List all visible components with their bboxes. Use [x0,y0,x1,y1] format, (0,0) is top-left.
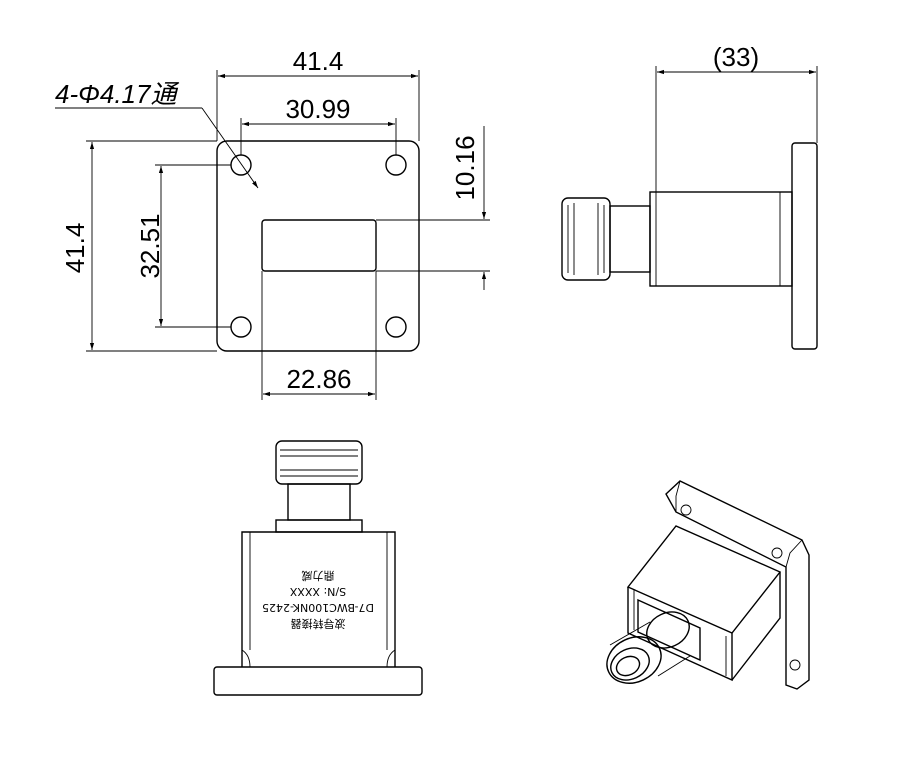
front-view: 41.4 30.99 4-Φ4.17通 41.4 32.51 10.16 22.… [55,46,490,400]
top-connector-nut [275,440,363,485]
top-connector-neck [287,483,351,521]
iso-connector-nut [606,636,662,684]
label-brand: 鼎力威 [302,569,335,582]
label-serial: S/N: XXXX [289,585,346,598]
iso-body [626,525,782,634]
dim-hole-spacing-v: 32.51 [135,213,165,278]
dim-side-length: (33) [713,42,759,72]
top-flange [213,666,423,696]
top-view: 波导转接器 D7-BWC100NK-2425 S/N: XXXX 鼎力威 [213,440,423,696]
iso-flange [665,480,810,690]
mount-hole-bl [230,316,252,338]
iso-connector-base [637,598,701,662]
side-connector-neck [609,205,651,273]
hole-callout: 4-Φ4.17通 [55,79,179,109]
mount-hole-br [385,316,407,338]
side-connector-nut [561,197,611,281]
isometric-view [606,480,810,690]
waveguide-aperture [261,219,377,272]
dim-hole-spacing-h: 30.99 [285,94,350,124]
mount-hole-tl [230,154,252,176]
dim-aperture-width: 22.86 [286,364,351,394]
mount-hole-tr [385,154,407,176]
dim-flange-height: 41.4 [60,223,90,274]
label-name: 波导转接器 [291,617,346,631]
body-label: 波导转接器 D7-BWC100NK-2425 S/N: XXXX 鼎力威 [262,569,374,631]
flange-outline [216,140,420,352]
top-connector-base [275,519,363,533]
side-flange [791,142,818,350]
dim-aperture-height: 10.16 [450,135,480,200]
label-model: D7-BWC100NK-2425 [262,601,374,614]
side-body [649,191,793,287]
dim-flange-width: 41.4 [293,46,344,76]
side-view: (33) [561,42,818,350]
